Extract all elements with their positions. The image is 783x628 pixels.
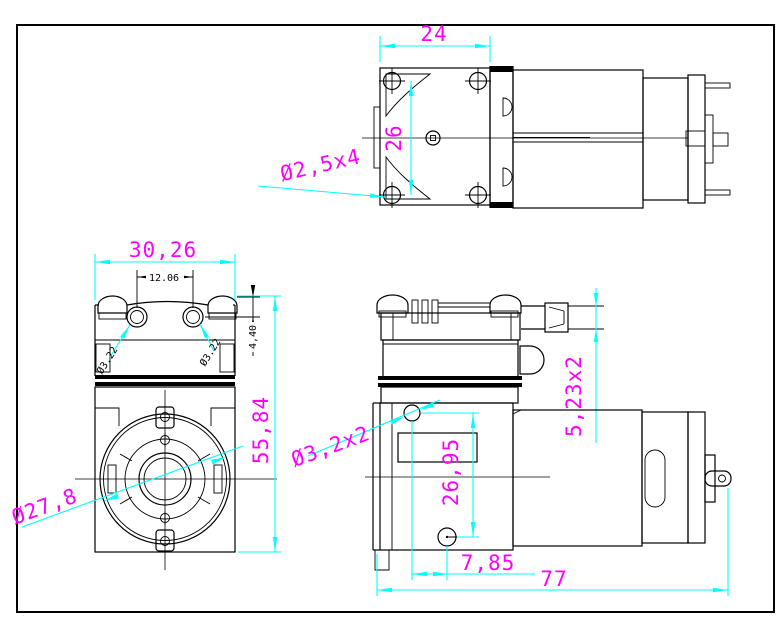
dim-front-width: 30,26 bbox=[94, 238, 236, 300]
motor-top bbox=[512, 69, 731, 209]
motor-terminal-pin-upper bbox=[704, 82, 731, 89]
side-clamp-upper bbox=[378, 376, 522, 380]
side-clamp-lower bbox=[378, 383, 522, 387]
dim-text-bg bbox=[247, 322, 259, 352]
dim-front-height: 55,84 bbox=[237, 295, 281, 553]
corner-screw-holes bbox=[379, 68, 491, 208]
dim-hole-offset-horizontal: 7,85 bbox=[411, 421, 535, 580]
side-port-boss bbox=[519, 345, 545, 375]
head-top-arc bbox=[126, 300, 209, 306]
dim-text-77: 77 bbox=[540, 567, 567, 591]
side-view: 5,23x2 Ø3,2x2 bbox=[288, 288, 732, 596]
bracket-foot bbox=[374, 550, 390, 571]
motor-endcap-rim-top bbox=[687, 74, 706, 204]
dim-text-26-95: 26,95 bbox=[439, 438, 463, 506]
bracket-slot bbox=[397, 432, 478, 463]
motor-connector-tab bbox=[712, 132, 729, 147]
corner-relief-bottom bbox=[385, 155, 432, 200]
terminal-block bbox=[704, 454, 716, 503]
dim-text-26: 26 bbox=[382, 124, 406, 151]
dim-top-head-width: 24 bbox=[379, 22, 491, 62]
dim-overall-length: 77 bbox=[376, 488, 729, 596]
dim-barb-diameter: 5,23x2 bbox=[562, 288, 599, 443]
dim-text-5-23x2: 5,23x2 bbox=[562, 355, 586, 437]
motor-side bbox=[512, 409, 732, 547]
head-side-tab bbox=[373, 106, 381, 169]
dim-port-spacing: 12.06 bbox=[136, 268, 194, 308]
motor-terminal-pin-lower bbox=[704, 189, 731, 196]
vent-ribs bbox=[411, 299, 439, 324]
dim-hole-spacing-vertical: 26,95 bbox=[421, 412, 479, 538]
dim-text-30-26: 30,26 bbox=[129, 238, 197, 262]
hose-barb bbox=[521, 302, 604, 333]
terminal-hole bbox=[718, 474, 726, 483]
dim-text-4-40: 4,40 bbox=[248, 325, 259, 349]
clamp-band-lower bbox=[95, 382, 235, 386]
eccentric-wedge-lines bbox=[119, 453, 211, 505]
corner-relief-top bbox=[385, 73, 432, 118]
head-notch-right bbox=[219, 343, 235, 373]
side-cap-left bbox=[376, 294, 409, 314]
dim-port-offset: 4,40 bbox=[205, 285, 260, 356]
motor-endcap-top bbox=[642, 77, 689, 201]
dim-text-bg bbox=[146, 268, 184, 280]
screw-cap-right-base bbox=[208, 312, 237, 320]
port-left-outer bbox=[126, 306, 148, 328]
motor-endcap-rim-side bbox=[687, 411, 706, 544]
motor-connector-bar bbox=[704, 114, 714, 164]
dim-top-screw-spacing: 26 bbox=[382, 81, 414, 195]
port-right-inner bbox=[186, 310, 200, 324]
top-view: 24 26 Ø2,5x4 bbox=[257, 22, 731, 209]
center-pivot-square bbox=[430, 135, 436, 141]
terminal-tab bbox=[704, 470, 732, 487]
motor-connector-base bbox=[685, 130, 706, 147]
dim-text-port-left: Ø3.22 bbox=[94, 344, 120, 376]
dim-text-27-8: Ø27,8 bbox=[8, 483, 80, 529]
dim-text-55-84: 55,84 bbox=[249, 396, 273, 464]
side-cap-left-base bbox=[378, 310, 407, 318]
front-view: 30,26 12.06 4,40 Ø3.22 Ø3.22 bbox=[8, 238, 281, 570]
port-left-inner bbox=[130, 310, 144, 324]
clamp-band-upper bbox=[95, 375, 235, 379]
leader-port-left: Ø3.22 bbox=[94, 324, 131, 376]
body-step-left bbox=[95, 407, 120, 426]
dim-text-7-85: 7,85 bbox=[461, 551, 516, 575]
dim-text-24: 24 bbox=[420, 22, 447, 46]
center-pivot-hole bbox=[425, 130, 441, 146]
dim-text-12-06: 12.06 bbox=[149, 273, 179, 284]
side-cap-right bbox=[489, 294, 522, 314]
dim-text-3-2x2: Ø3,2x2 bbox=[288, 421, 373, 472]
leader-mount-holes: Ø3,2x2 bbox=[288, 399, 441, 472]
pump-chamber-block bbox=[382, 339, 519, 378]
flange-cutout-lower bbox=[502, 167, 513, 187]
dim-text-screw-holes: Ø2,5x4 bbox=[278, 144, 363, 186]
head-notch-left bbox=[95, 343, 111, 373]
leader-screw-holes: Ø2,5x4 bbox=[257, 144, 386, 198]
flange-cutout-upper bbox=[502, 97, 513, 117]
lower-head-block bbox=[380, 386, 519, 404]
screw-cap-left bbox=[97, 295, 128, 314]
motor-vent-slot bbox=[644, 449, 666, 508]
side-cap-right-base bbox=[490, 310, 519, 318]
screw-cap-left-base bbox=[98, 312, 127, 320]
mount-hole-top bbox=[403, 404, 421, 422]
body-step-right bbox=[210, 407, 235, 426]
screw-cap-right bbox=[207, 295, 238, 314]
motor-body-top bbox=[512, 69, 644, 209]
drawing-frame bbox=[16, 24, 775, 613]
clamp-flange-top bbox=[489, 66, 514, 208]
